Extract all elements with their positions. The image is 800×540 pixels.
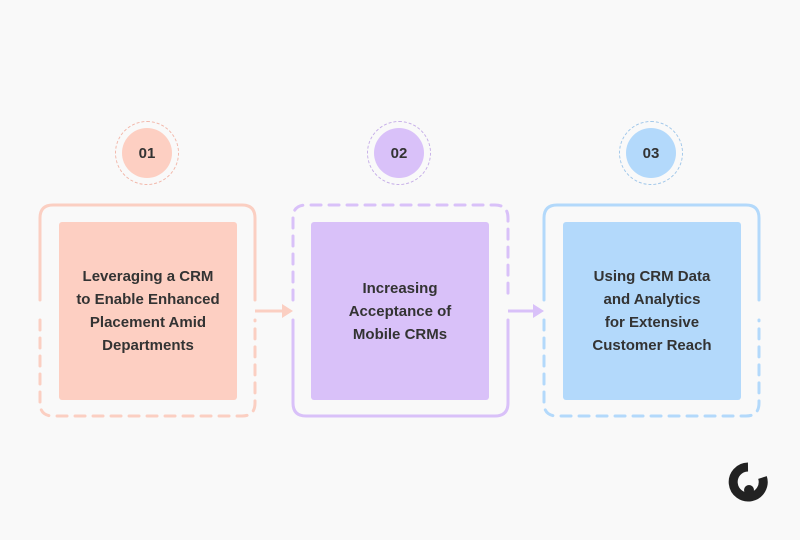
- c-logo-icon: [728, 462, 768, 502]
- step-2-frame-solid: [291, 318, 510, 418]
- step-2-badge: 02: [374, 128, 424, 178]
- step-2-number: 02: [390, 144, 408, 162]
- step-1-badge: 01: [122, 128, 172, 178]
- step-2-card: Increasing Acceptance of Mobile CRMs: [311, 222, 489, 400]
- step-1-number: 01: [138, 144, 156, 162]
- step-3-frame-dashed: [542, 318, 761, 418]
- step-1-card: Leveraging a CRM to Enable Enhanced Plac…: [59, 222, 237, 400]
- step-1-badge-ring: [115, 121, 179, 185]
- step-1-frame-solid: [38, 203, 257, 302]
- step-2-frame-dashed: [291, 203, 510, 302]
- step-3-badge: 03: [626, 128, 676, 178]
- step-1-text: Leveraging a CRM to Enable Enhanced Plac…: [76, 268, 220, 354]
- step-3-number: 03: [642, 144, 660, 162]
- step-3-text: Using CRM Data and Analytics for Extensi…: [592, 268, 712, 354]
- step-2-text: Increasing Acceptance of Mobile CRMs: [348, 279, 452, 343]
- step-3-frame-solid: [542, 203, 761, 302]
- step-1-frame-dashed: [38, 318, 257, 418]
- step-3-card: Using CRM Data and Analytics for Extensi…: [563, 222, 741, 400]
- arrow-2-to-3-head: [533, 304, 544, 318]
- arrow-1-to-2-head: [282, 304, 293, 318]
- step-2-badge-ring: [367, 121, 431, 185]
- step-3-badge-ring: [619, 121, 683, 185]
